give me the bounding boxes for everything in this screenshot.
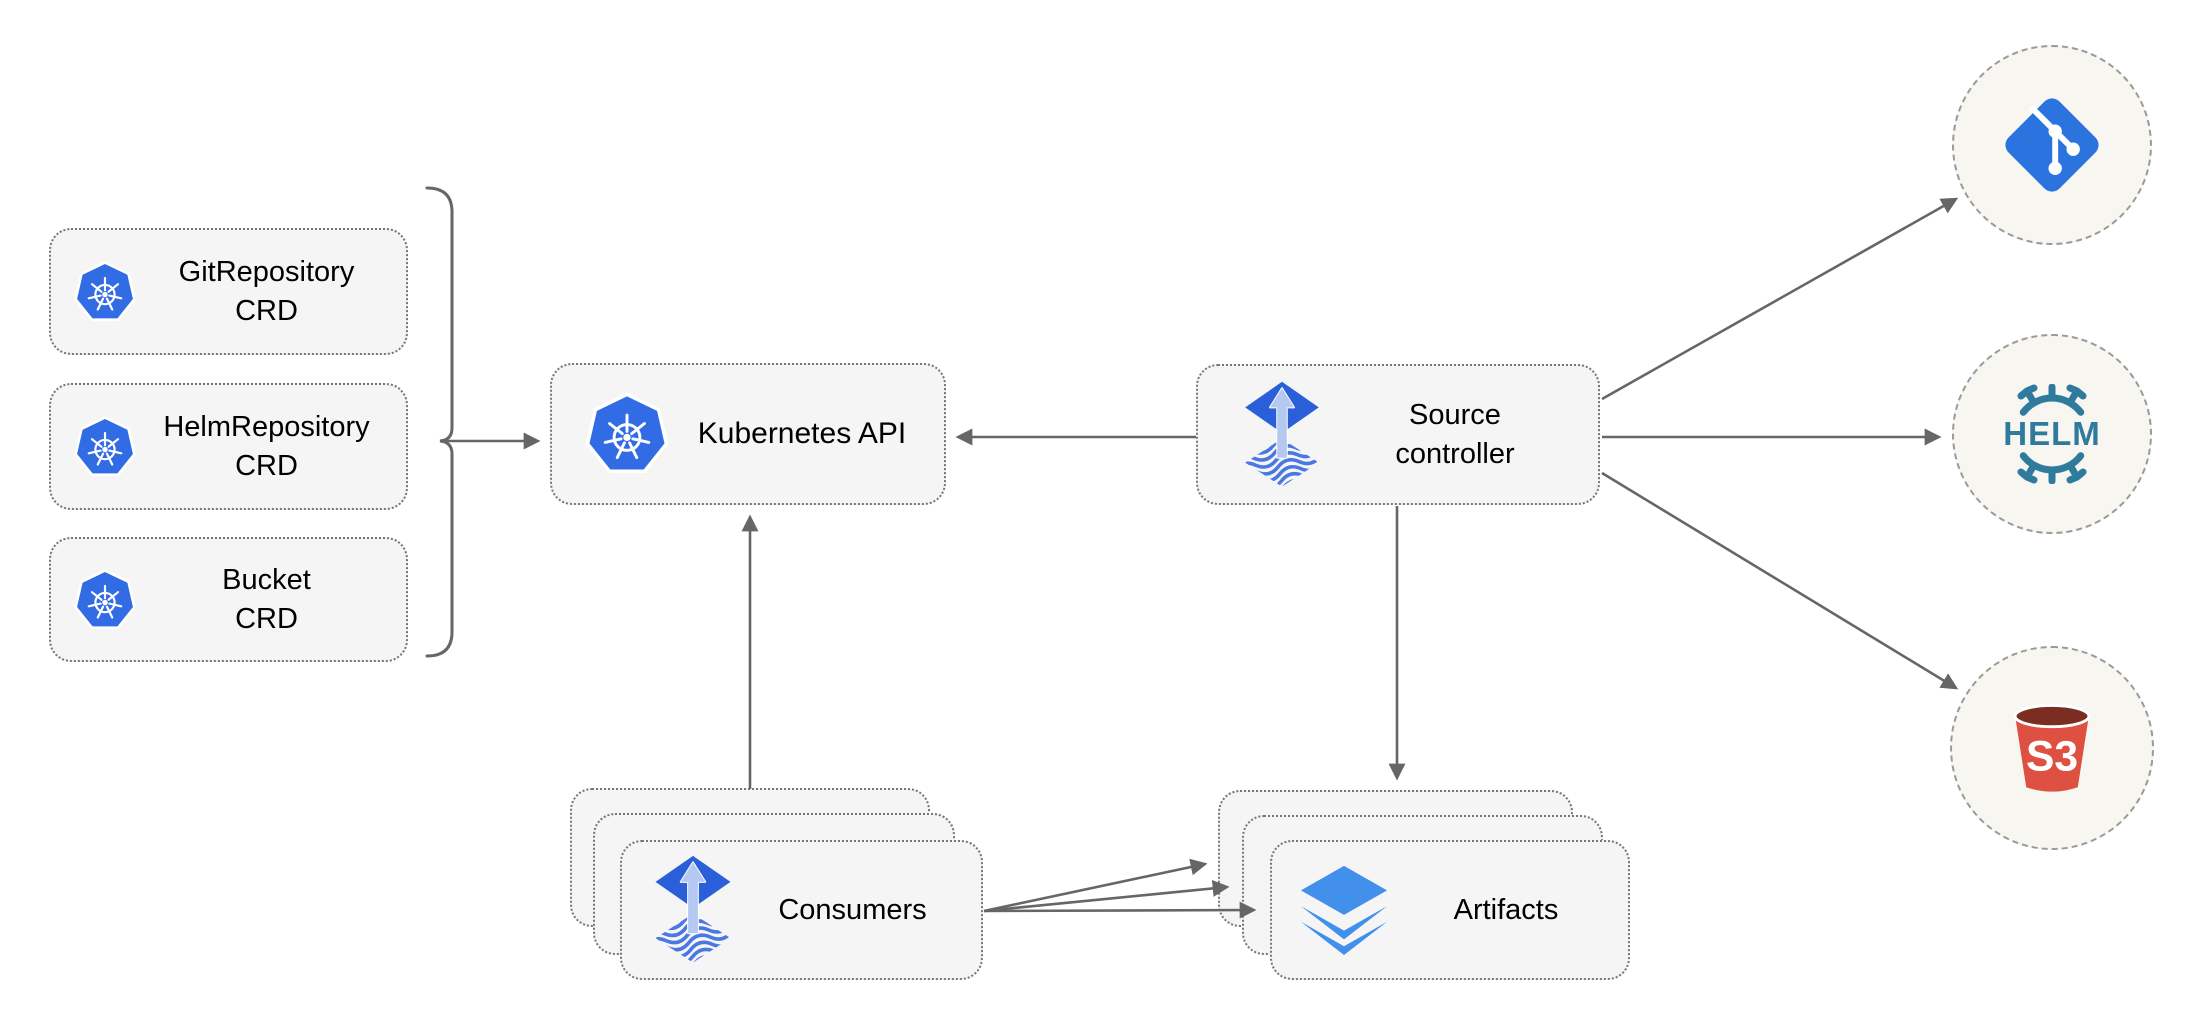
node-kubernetes-api: Kubernetes API [550,363,946,505]
node-git-repository-crd: GitRepository CRD [49,228,408,355]
node-label: Artifacts [1453,893,1559,926]
flux-icon [652,855,734,965]
crd-label-line2: CRD [235,602,298,635]
node-label: Consumers [778,893,927,926]
node-consumers: Consumers [620,840,983,980]
git-icon [1999,92,2105,198]
layers-icon [1294,862,1394,958]
node-label: Bucket CRD [137,561,406,638]
source-label-line1: Source [1409,399,1501,432]
source-label-line2: controller [1395,437,1515,470]
node-helm-provider [1952,334,2152,534]
node-s3-provider [1950,646,2154,850]
node-label: Kubernetes API [697,417,907,451]
crd-label-line1: GitRepository [178,256,355,289]
node-bucket-crd: Bucket CRD [49,537,408,662]
node-source-controller: Source controller [1196,364,1600,505]
kubernetes-icon [584,391,670,477]
node-label: Source controller [1322,396,1598,473]
crd-label-line1: Bucket [222,564,311,597]
node-helm-repository-crd: HelmRepository CRD [49,383,408,510]
node-git-provider [1952,45,2152,245]
crd-label-line2: CRD [235,449,298,482]
crd-label-line1: HelmRepository [163,411,370,444]
crd-label-line2: CRD [235,294,298,327]
helm-icon [1982,384,2122,484]
kubernetes-icon [73,415,137,479]
flux-icon [1242,381,1322,489]
node-label: GitRepository CRD [137,253,406,330]
node-label: HelmRepository CRD [137,408,406,485]
node-artifacts: Artifacts [1270,840,1630,980]
kubernetes-icon [73,260,137,324]
s3-icon [1996,692,2108,804]
kubernetes-icon [73,568,137,632]
